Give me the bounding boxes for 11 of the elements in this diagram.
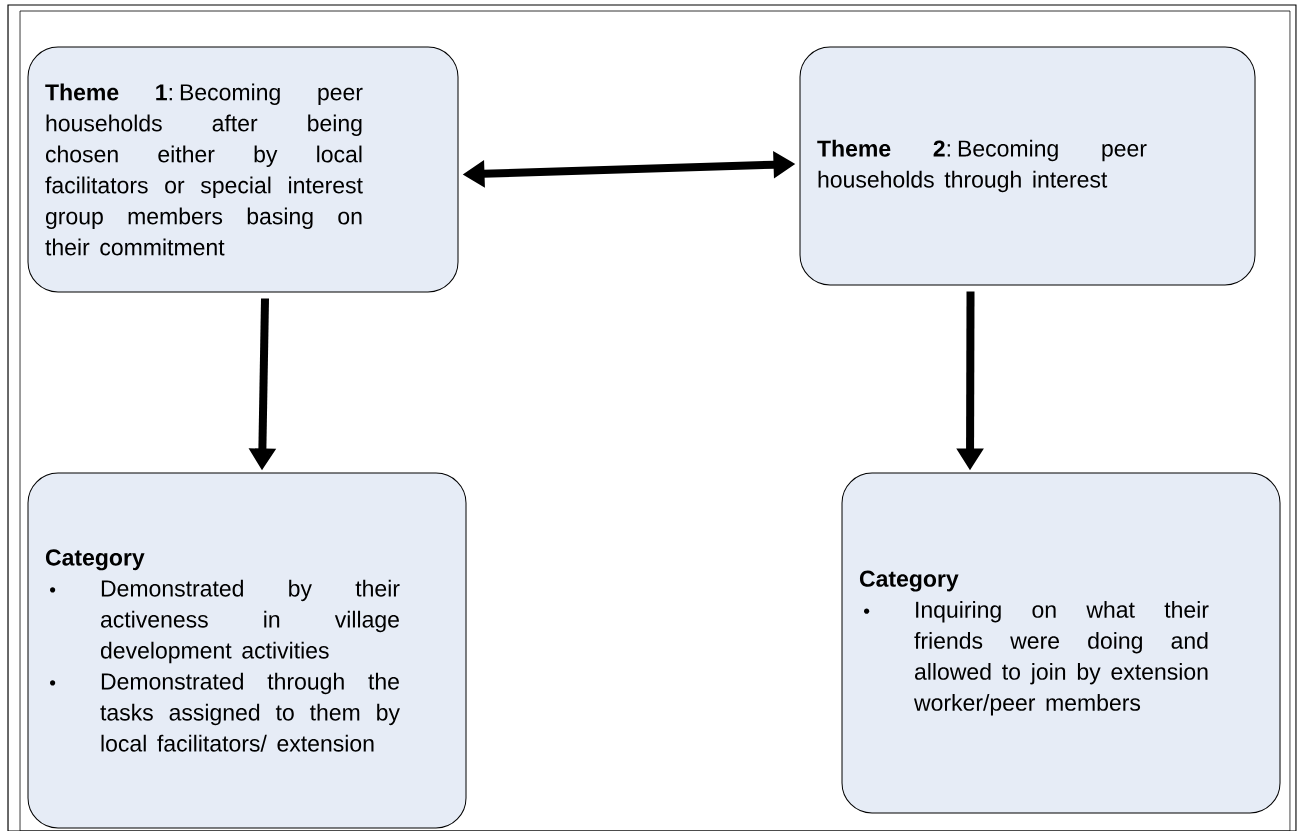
rounded-box <box>27 472 467 829</box>
rounded-box <box>27 46 459 293</box>
rounded-box <box>799 46 1256 286</box>
heading: Category <box>859 570 959 592</box>
bullet-item: Inquiring on what their friends were doing and allowed to join by extension worker/peer members <box>914 601 1209 716</box>
bullet-item: Demonstrated through the tasks assigned to them by local facilitators/ extension <box>100 672 400 752</box>
rounded-box <box>841 472 1281 814</box>
box-text: Theme 1: Becoming peer households after being chosen either by local facilitators or special interest group members basing on their commitment <box>45 83 363 256</box>
heading: Category <box>45 549 145 571</box>
bullet-item: Demonstrated by their activeness in village development activities <box>101 579 400 664</box>
box-text: Theme 2: Becoming peer households through interest <box>817 139 1147 193</box>
